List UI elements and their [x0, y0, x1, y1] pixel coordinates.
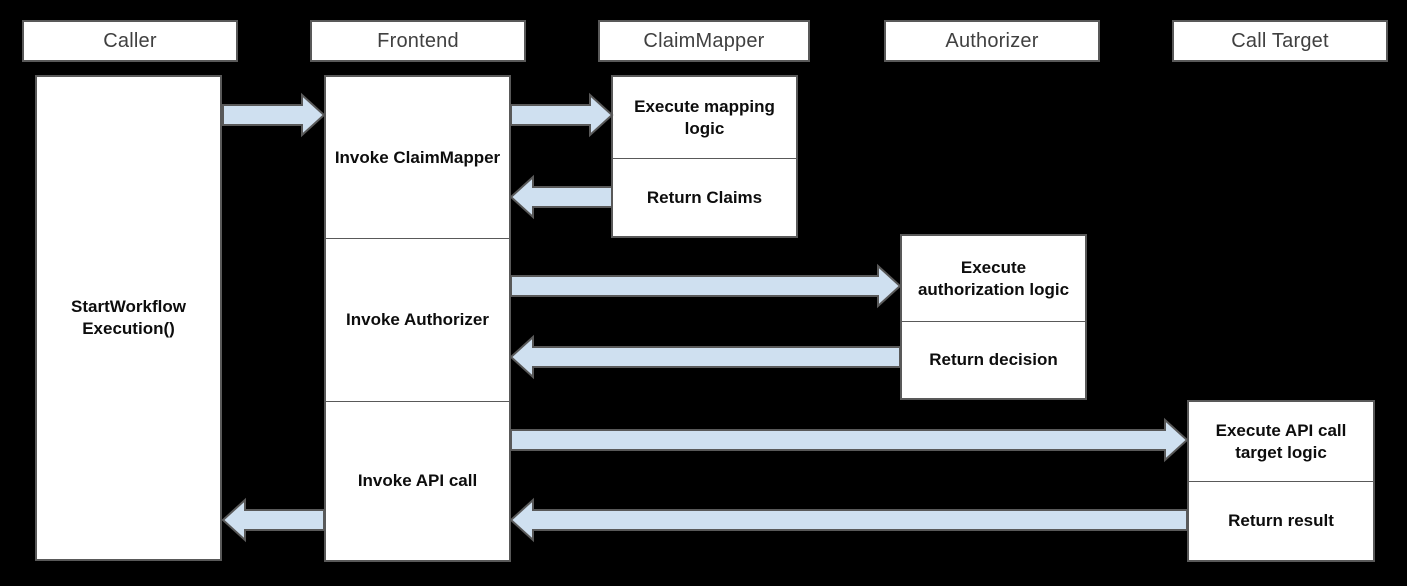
- lane-header-caller[interactable]: Caller: [22, 20, 238, 62]
- block-arrow-left-icon: [509, 174, 613, 220]
- message-arrow-frontend-to-authorizer[interactable]: [510, 263, 902, 309]
- activation-call-target-cell-0: Execute API call target logic: [1189, 402, 1373, 482]
- lane-header-call-target-label: Call Target: [1231, 29, 1329, 52]
- lane-header-frontend-label: Frontend: [377, 29, 459, 52]
- message-arrow-frontend-to-caller[interactable]: [221, 497, 325, 543]
- activation-claimmapper-cell-0: Execute mapping logic: [613, 77, 796, 159]
- activation-caller[interactable]: StartWorkflow Execution(): [35, 75, 222, 561]
- activation-call-target-cell-1: Return result: [1228, 511, 1334, 531]
- message-arrow-claimmapper-to-frontend[interactable]: [509, 174, 613, 220]
- lane-header-authorizer-label: Authorizer: [945, 29, 1039, 52]
- message-arrow-authorizer-to-frontend[interactable]: [509, 334, 901, 380]
- lane-header-authorizer[interactable]: Authorizer: [884, 20, 1100, 62]
- block-arrow-right-icon: [222, 92, 326, 138]
- lane-header-claimmapper-label: ClaimMapper: [643, 29, 765, 52]
- activation-frontend-cell-0: Invoke ClaimMapper: [326, 77, 509, 239]
- block-arrow-right-icon: [510, 417, 1189, 463]
- block-arrow-left-icon: [509, 334, 901, 380]
- activation-authorizer-cell-0: Execute authorization logic: [902, 236, 1085, 322]
- lane-header-caller-label: Caller: [103, 29, 157, 52]
- lane-header-call-target[interactable]: Call Target: [1172, 20, 1388, 62]
- message-arrow-frontend-to-call-target[interactable]: [510, 417, 1189, 463]
- activation-authorizer-cell-1: Return decision: [929, 350, 1058, 370]
- block-arrow-left-icon: [509, 497, 1188, 543]
- block-arrow-right-icon: [510, 92, 614, 138]
- message-arrow-caller-to-frontend[interactable]: [222, 92, 326, 138]
- message-arrow-frontend-to-claimmapper[interactable]: [510, 92, 614, 138]
- block-arrow-left-icon: [221, 497, 325, 543]
- activation-claimmapper[interactable]: Execute mapping logic Return Claims: [611, 75, 798, 238]
- activation-call-target[interactable]: Execute API call target logic Return res…: [1187, 400, 1375, 562]
- activation-claimmapper-cell-1: Return Claims: [646, 187, 763, 207]
- lane-header-frontend[interactable]: Frontend: [310, 20, 526, 62]
- block-arrow-right-icon: [510, 263, 902, 309]
- activation-frontend-cell-1: Invoke Authorizer: [326, 239, 509, 402]
- lane-header-claimmapper[interactable]: ClaimMapper: [598, 20, 810, 62]
- activation-frontend[interactable]: Invoke ClaimMapper Invoke Authorizer Inv…: [324, 75, 511, 562]
- activation-frontend-cell-2: Invoke API call: [357, 471, 478, 491]
- activation-caller-cell-0: StartWorkflow Execution(): [71, 297, 186, 338]
- activation-authorizer[interactable]: Execute authorization logic Return decis…: [900, 234, 1087, 400]
- message-arrow-call-target-to-frontend[interactable]: [509, 497, 1188, 543]
